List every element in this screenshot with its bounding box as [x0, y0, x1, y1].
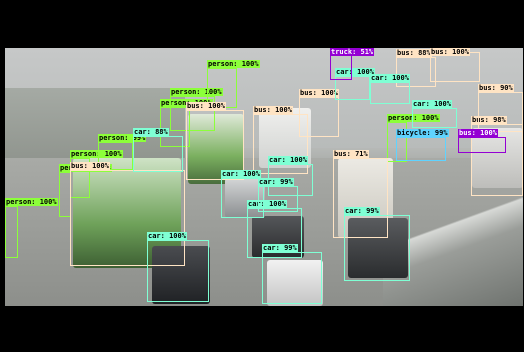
detection-label: person: 100% — [170, 88, 223, 96]
detection-label: person: 99% — [98, 134, 147, 142]
dark-car-front — [152, 246, 210, 304]
detection-box-bus — [396, 57, 436, 87]
detection-label: car: 99% — [262, 244, 298, 252]
detection-box-person — [170, 96, 215, 131]
detection-label: car: 88% — [133, 128, 169, 136]
detection-label: bus: 100% — [70, 162, 110, 170]
detection-label: truck: 51% — [330, 48, 375, 56]
detection-box-bus — [478, 92, 523, 132]
detection-label: car: 100% — [370, 74, 410, 82]
detection-label: car: 100% — [247, 200, 287, 208]
detection-box-car — [344, 215, 410, 281]
dark-car-right — [348, 218, 408, 278]
detection-label: bicycle: 99% — [396, 129, 449, 137]
detection-box-car — [258, 186, 298, 212]
detection-label: car: 100% — [221, 170, 261, 178]
detection-label: person: 100% — [207, 60, 260, 68]
detection-label: car: 100% — [147, 232, 187, 240]
detection-box-bus — [471, 124, 523, 196]
detection-label: bus: 88% — [396, 49, 432, 57]
detection-label: bus: 100% — [253, 106, 293, 114]
detection-box-bicycle — [396, 137, 446, 161]
detection-box-bus — [430, 52, 480, 82]
detection-label: car: 99% — [258, 178, 294, 186]
detection-box-bus — [253, 114, 308, 174]
detection-box-bus — [186, 110, 244, 180]
right-bus — [472, 128, 523, 188]
detection-label: car: 100% — [335, 68, 375, 76]
detection-box-person — [160, 107, 190, 147]
detection-box-car — [370, 82, 410, 104]
detection-label: car: 99% — [344, 207, 380, 215]
detection-label: person: 100% — [5, 198, 58, 206]
detection-box-person — [387, 122, 407, 162]
detection-label: bus: 71% — [333, 150, 369, 158]
detection-label: bus: 90% — [478, 84, 514, 92]
detection-label: bus: 100% — [186, 102, 226, 110]
detection-box-car — [247, 208, 302, 258]
white-car-front — [267, 260, 323, 306]
detection-box-person — [98, 142, 133, 170]
detection-box-car — [133, 136, 183, 172]
detection-box-car — [412, 108, 457, 128]
detection-box-car — [147, 240, 209, 302]
detection-box-car — [335, 76, 370, 100]
detection-box-person — [5, 206, 18, 258]
detection-label: car: 100% — [268, 156, 308, 164]
detection-label: bus: 100% — [299, 89, 339, 97]
detection-label: bus: 100% — [430, 48, 470, 56]
detection-box-truck — [458, 137, 506, 153]
detection-label: person: 100% — [70, 150, 123, 158]
detection-box-bus — [70, 170, 185, 266]
detection-label: bus: 98% — [471, 116, 507, 124]
detection-box-bus — [333, 158, 388, 238]
detection-label: person: 100% — [387, 114, 440, 122]
detection-label: car: 100% — [412, 100, 452, 108]
detection-box-bus — [299, 97, 339, 137]
detection-box-car — [221, 178, 264, 218]
detection-label: bus: 100% — [458, 129, 498, 137]
detection-box-car — [262, 252, 322, 304]
